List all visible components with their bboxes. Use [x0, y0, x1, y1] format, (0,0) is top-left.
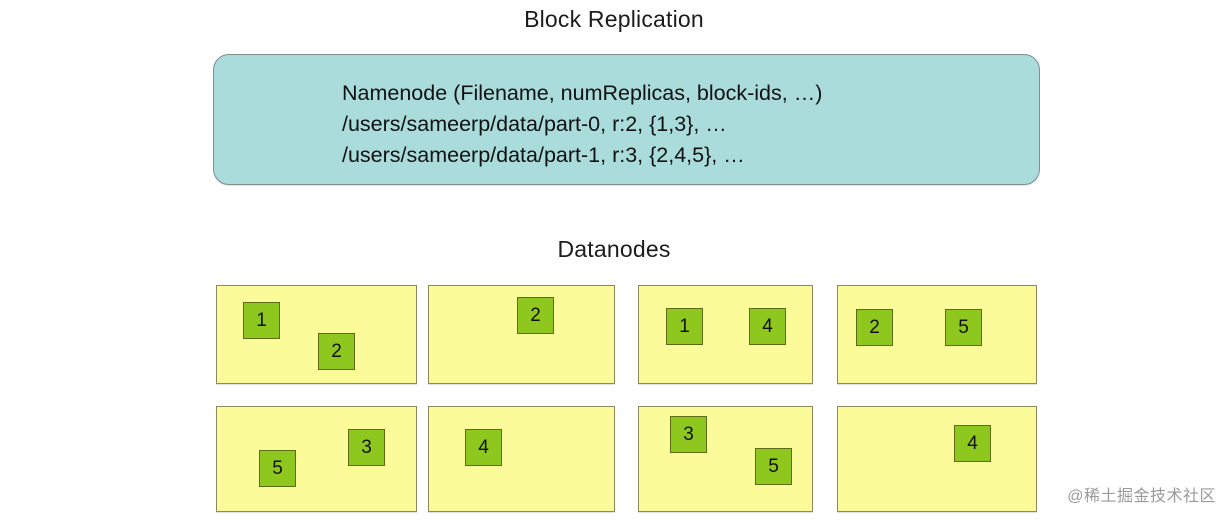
datanode-8: 4 — [837, 406, 1037, 512]
section-title-datanodes: Datanodes — [557, 236, 671, 262]
block-chip: 4 — [749, 308, 786, 345]
datanode-6: 4 — [428, 406, 615, 512]
block-chip: 5 — [755, 448, 792, 485]
block-chip: 5 — [945, 309, 982, 346]
namenode-text-block: Namenode (Filename, numReplicas, block-i… — [342, 78, 822, 171]
namenode-line-schema: Namenode (Filename, numReplicas, block-i… — [342, 81, 823, 105]
block-chip: 2 — [318, 333, 355, 370]
block-chip: 4 — [954, 425, 991, 462]
block-chip: 5 — [259, 450, 296, 487]
namenode-panel: Namenode (Filename, numReplicas, block-i… — [213, 54, 1040, 185]
block-chip: 1 — [666, 308, 703, 345]
block-chip: 3 — [348, 429, 385, 466]
datanode-2: 2 — [428, 285, 615, 384]
block-chip: 2 — [856, 309, 893, 346]
block-chip: 1 — [243, 302, 280, 339]
page-title: Block Replication — [524, 6, 704, 32]
namenode-line-part-1: /users/sameerp/data/part-1, r:3, {2,4,5}… — [342, 143, 745, 167]
namenode-line-part-0: /users/sameerp/data/part-0, r:2, {1,3}, … — [342, 112, 727, 136]
block-chip: 2 — [517, 297, 554, 334]
block-chip: 3 — [670, 416, 707, 453]
watermark: @稀土掘金技术社区 — [1067, 488, 1216, 505]
block-chip: 4 — [465, 429, 502, 466]
